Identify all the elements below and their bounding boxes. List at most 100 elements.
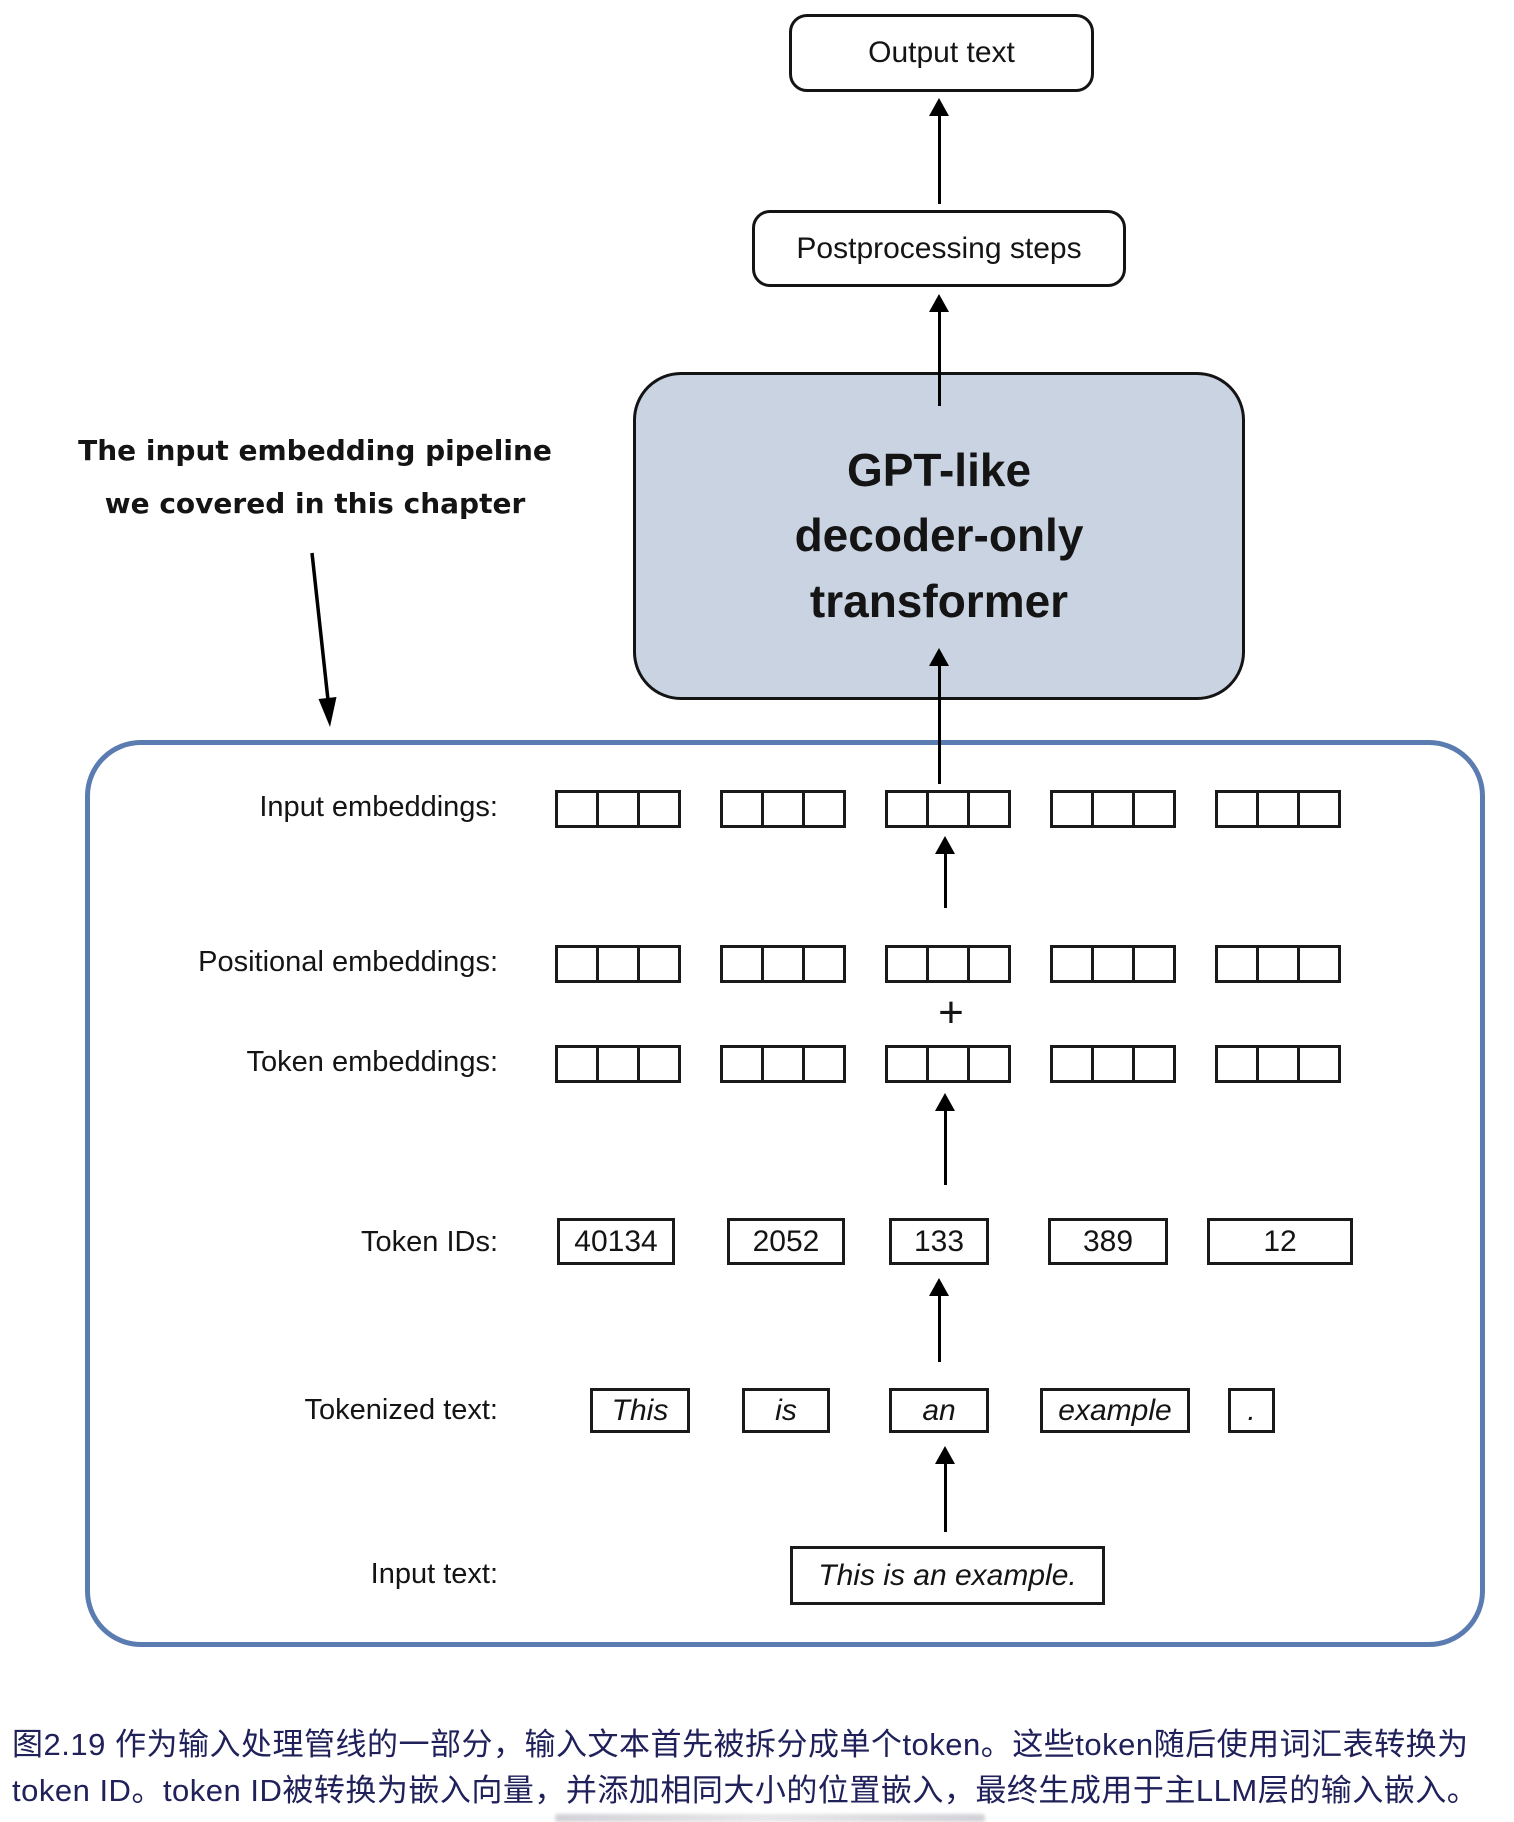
arrowhead-icon bbox=[935, 836, 955, 854]
arrowhead-icon bbox=[929, 294, 949, 312]
input-embedding-vector bbox=[1050, 790, 1176, 828]
embedding-cell bbox=[555, 945, 599, 983]
token-value: example bbox=[1058, 1393, 1172, 1427]
embedding-cell bbox=[1050, 1045, 1094, 1083]
arrowhead-icon bbox=[929, 648, 949, 666]
embedding-cell bbox=[1256, 790, 1300, 828]
annotation-line-2: we covered in this chapter bbox=[104, 487, 526, 520]
embedding-cell bbox=[720, 945, 764, 983]
label-input-text: Input text: bbox=[370, 1558, 498, 1590]
input-embedding-vector bbox=[555, 790, 681, 828]
positional-embedding-vector bbox=[1215, 945, 1341, 983]
token-box: an bbox=[889, 1388, 989, 1433]
postprocessing-node: Postprocessing steps bbox=[752, 210, 1126, 287]
arrowhead-icon bbox=[929, 1278, 949, 1296]
token-id-box: 12 bbox=[1207, 1218, 1353, 1265]
token-id-value: 2052 bbox=[752, 1224, 820, 1258]
arrow-shaft bbox=[943, 1105, 947, 1185]
transformer-line-3: transformer bbox=[809, 574, 1069, 627]
embedding-cell bbox=[885, 945, 929, 983]
embedding-cell bbox=[1050, 945, 1094, 983]
annotation-text: The input embedding pipeline we covered … bbox=[70, 424, 560, 530]
positional-embedding-vector bbox=[1050, 945, 1176, 983]
arrow-shaft bbox=[943, 848, 947, 908]
embedding-cell bbox=[1132, 1045, 1176, 1083]
figure-caption: 图2.19 作为输入处理管线的一部分，输入文本首先被拆分成单个token。这些t… bbox=[12, 1722, 1508, 1814]
embedding-cell bbox=[885, 790, 929, 828]
token-id-box: 40134 bbox=[557, 1218, 675, 1265]
embedding-cell bbox=[926, 945, 970, 983]
input-text-box: This is an example. bbox=[790, 1546, 1105, 1605]
caption-line-2: token ID。token ID被转换为嵌入向量，并添加相同大小的位置嵌入，最… bbox=[12, 1773, 1479, 1808]
label-input-embeddings: Input embeddings: bbox=[259, 791, 498, 823]
embedding-cell bbox=[1091, 1045, 1135, 1083]
token-box: . bbox=[1228, 1388, 1275, 1433]
arrow-shaft bbox=[937, 660, 941, 784]
embedding-cell bbox=[967, 1045, 1011, 1083]
embedding-cell bbox=[1132, 790, 1176, 828]
token-box: example bbox=[1040, 1388, 1190, 1433]
plus-sign: + bbox=[938, 988, 964, 1037]
token-embedding-vector bbox=[1215, 1045, 1341, 1083]
token-id-box: 2052 bbox=[727, 1218, 845, 1265]
arrowhead-icon bbox=[935, 1093, 955, 1111]
embedding-cell bbox=[1091, 790, 1135, 828]
embedding-cell bbox=[637, 945, 681, 983]
input-text-value: This is an example. bbox=[818, 1558, 1077, 1592]
token-value: . bbox=[1247, 1393, 1256, 1427]
token-embedding-vector bbox=[885, 1045, 1011, 1083]
arrow-ids-to-token-embeddings bbox=[934, 1093, 956, 1185]
embedding-cell bbox=[555, 1045, 599, 1083]
token-value: an bbox=[922, 1393, 956, 1427]
token-embedding-vector bbox=[555, 1045, 681, 1083]
transformer-line-1: GPT-like bbox=[846, 444, 1032, 497]
token-id-value: 133 bbox=[913, 1224, 965, 1258]
embedding-cell bbox=[967, 790, 1011, 828]
token-id-value: 40134 bbox=[574, 1224, 658, 1258]
arrow-input-to-tokens bbox=[934, 1446, 956, 1532]
embedding-cell bbox=[761, 790, 805, 828]
annotation-line-1: The input embedding pipeline bbox=[78, 434, 552, 467]
token-value: is bbox=[775, 1393, 797, 1427]
arrow-postprocessing-to-output bbox=[928, 98, 950, 204]
input-embedding-vector bbox=[720, 790, 846, 828]
embedding-cell bbox=[761, 1045, 805, 1083]
arrow-shaft bbox=[937, 306, 941, 406]
embedding-cell bbox=[1297, 945, 1341, 983]
input-embedding-vector bbox=[1215, 790, 1341, 828]
arrow-shaft bbox=[937, 1290, 941, 1362]
token-embedding-vector bbox=[720, 1045, 846, 1083]
embedding-cell bbox=[637, 790, 681, 828]
embedding-cell bbox=[1297, 790, 1341, 828]
embedding-cell bbox=[761, 945, 805, 983]
arrowhead-icon bbox=[935, 1446, 955, 1464]
embedding-cell bbox=[1132, 945, 1176, 983]
arrow-transformer-to-postprocessing bbox=[928, 294, 950, 406]
embedding-cell bbox=[1256, 1045, 1300, 1083]
output-text-label: Output text bbox=[868, 36, 1015, 69]
embedding-cell bbox=[596, 945, 640, 983]
token-id-value: 389 bbox=[1082, 1224, 1134, 1258]
embedding-cell bbox=[926, 790, 970, 828]
token-id-box: 389 bbox=[1048, 1218, 1168, 1265]
embedding-cell bbox=[885, 1045, 929, 1083]
embedding-cell bbox=[1215, 1045, 1259, 1083]
arrow-shaft bbox=[943, 1458, 947, 1532]
positional-embedding-vector bbox=[885, 945, 1011, 983]
token-box: is bbox=[742, 1388, 830, 1433]
embedding-cell bbox=[1050, 790, 1094, 828]
embedding-cell bbox=[1091, 945, 1135, 983]
embedding-cell bbox=[802, 945, 846, 983]
embedding-cell bbox=[1215, 945, 1259, 983]
embedding-pipeline-container bbox=[85, 740, 1485, 1647]
arrowhead-icon bbox=[929, 98, 949, 116]
embedding-cell bbox=[1297, 1045, 1341, 1083]
embedding-cell bbox=[967, 945, 1011, 983]
label-tokenized-text: Tokenized text: bbox=[304, 1394, 498, 1426]
positional-embedding-vector bbox=[555, 945, 681, 983]
clipped-caption-line bbox=[555, 1814, 985, 1822]
embedding-cell bbox=[720, 790, 764, 828]
token-box: This bbox=[590, 1388, 690, 1433]
label-positional-embeddings: Positional embeddings: bbox=[198, 946, 498, 978]
